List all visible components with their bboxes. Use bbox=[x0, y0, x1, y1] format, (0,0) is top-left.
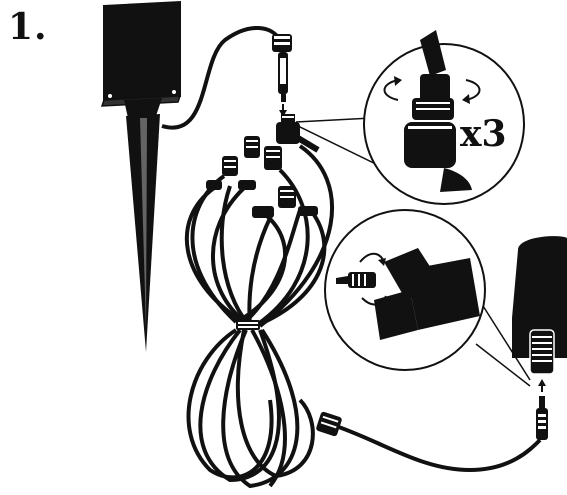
main-plug bbox=[272, 34, 292, 117]
connector-count-label: x3 bbox=[460, 113, 507, 155]
splitter-hub bbox=[276, 114, 320, 153]
step-number: 1. bbox=[8, 6, 48, 48]
connector-callout: x3 bbox=[295, 30, 525, 205]
coiled-cables bbox=[184, 144, 334, 489]
extension-cable bbox=[329, 422, 542, 473]
solar-panel-stake bbox=[100, 0, 182, 352]
pump-plug bbox=[536, 379, 548, 440]
plug-callout bbox=[324, 209, 531, 387]
inline-coupler bbox=[316, 411, 342, 437]
pump-body bbox=[512, 236, 567, 375]
panel-cable bbox=[161, 25, 282, 130]
